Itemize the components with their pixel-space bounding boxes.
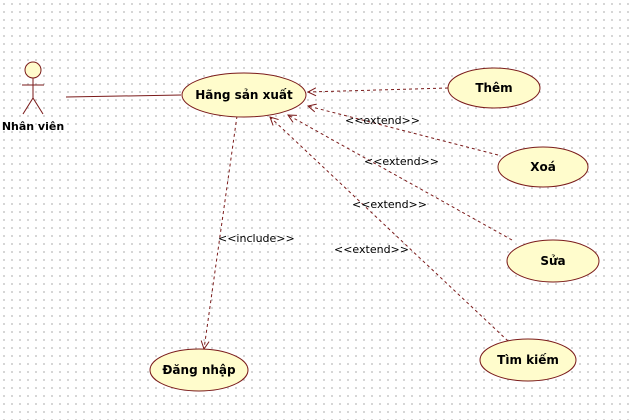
use-case-label: Đăng nhập <box>162 363 236 377</box>
actor-left-leg <box>22 97 34 115</box>
use-case-label: Thêm <box>475 81 512 95</box>
extend-label-xoa: <<extend>> <box>364 155 439 168</box>
use-case-label: Xoá <box>530 160 556 174</box>
use-case-label: Tìm kiếm <box>497 353 559 367</box>
extend-line-sua <box>288 115 513 241</box>
extend-label-sua: <<extend>> <box>352 198 427 211</box>
use-case-them[interactable]: Thêm <box>447 67 541 109</box>
use-case-tim-kiem[interactable]: Tìm kiếm <box>479 338 577 382</box>
extend-line-xoa <box>308 106 499 156</box>
use-case-label: Sửa <box>540 254 565 268</box>
extend-label-them: <<extend>> <box>345 114 420 127</box>
use-case-xoa[interactable]: Xoá <box>497 146 589 188</box>
extend-label-timkiem: <<extend>> <box>334 243 409 256</box>
extend-line-timkiem <box>270 117 509 342</box>
actor-right-leg <box>32 97 44 115</box>
use-case-hang-san-xuat[interactable]: Hãng sản xuất <box>181 72 307 118</box>
actor-nhan-vien[interactable]: Nhân viên <box>2 61 64 133</box>
use-case-dang-nhap[interactable]: Đăng nhập <box>149 348 249 392</box>
use-case-sua[interactable]: Sửa <box>506 239 600 283</box>
actor-head <box>24 61 42 79</box>
use-case-label: Hãng sản xuất <box>195 88 293 102</box>
include-label: <<include>> <box>218 232 295 245</box>
actor-label: Nhân viên <box>2 120 64 133</box>
extend-line-them <box>308 88 449 92</box>
association-line <box>65 94 182 98</box>
